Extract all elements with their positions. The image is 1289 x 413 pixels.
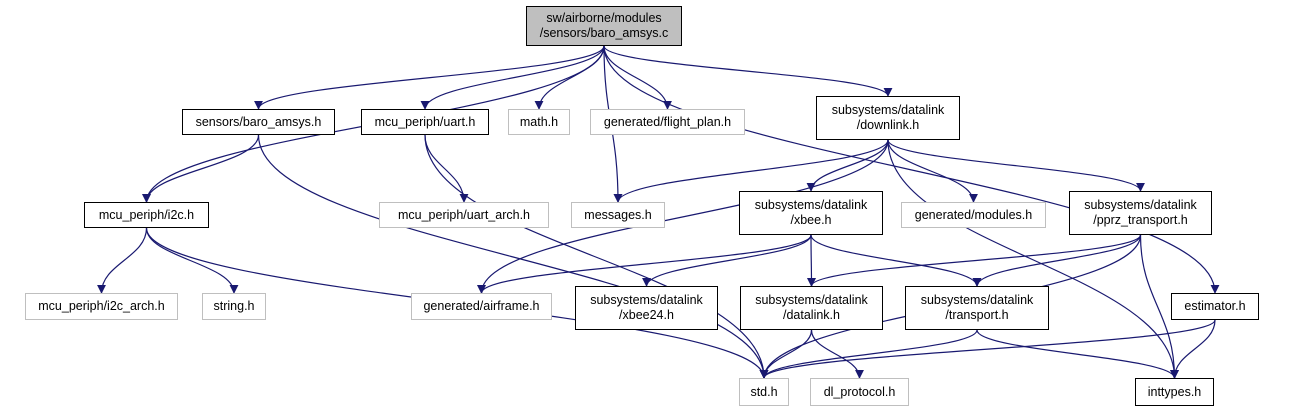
edge-i2c_h-to-i2c_arch xyxy=(97,227,148,294)
edge-root-to-flight_plan xyxy=(603,45,672,110)
node-pprz-transport-h[interactable]: subsystems/datalink /pprz_transport.h xyxy=(1069,191,1212,235)
node-label: /transport.h xyxy=(945,308,1009,322)
node-downlink-h[interactable]: subsystems/datalink /downlink.h xyxy=(816,96,960,140)
edge-xbee_h-to-datalink_h xyxy=(806,234,816,287)
edge-uart_h-to-uart_arch xyxy=(424,134,469,203)
node-baro-amsys-c[interactable]: sw/airborne/modules /sensors/baro_amsys.… xyxy=(526,6,682,46)
node-label: subsystems/datalink xyxy=(831,103,945,117)
node-flight-plan-h[interactable]: generated/flight_plan.h xyxy=(590,109,745,135)
node-label: generated/modules.h xyxy=(914,207,1033,222)
edge-xbee_h-to-xbee24 xyxy=(642,234,812,287)
node-label: dl_protocol.h xyxy=(823,384,896,399)
node-estimator-h[interactable]: estimator.h xyxy=(1171,293,1259,320)
node-label: subsystems/datalink xyxy=(755,293,868,307)
edge-root-to-uart_h xyxy=(420,45,605,110)
node-label: sensors/baro_amsys.h xyxy=(195,114,322,129)
edge-datalink_h-to-std_h xyxy=(759,329,813,379)
edge-downlink_h-to-airframe xyxy=(477,139,889,294)
edge-root-to-estimator xyxy=(603,45,1220,294)
edge-downlink_h-to-xbee_h xyxy=(806,139,889,192)
node-std-h[interactable]: std.h xyxy=(739,378,789,406)
node-label: /xbee.h xyxy=(790,213,832,227)
node-string-h[interactable]: string.h xyxy=(202,293,266,320)
node-label: generated/airframe.h xyxy=(423,299,540,313)
node-baro-amsys-h[interactable]: sensors/baro_amsys.h xyxy=(182,109,335,135)
node-i2c-h[interactable]: mcu_periph/i2c.h xyxy=(84,202,209,228)
node-transport-h[interactable]: subsystems/datalink /transport.h xyxy=(905,286,1049,330)
node-dl-protocol-h[interactable]: dl_protocol.h xyxy=(810,378,909,406)
edge-transport_h-to-std_h xyxy=(759,329,978,379)
edge-downlink_h-to-inttypes xyxy=(887,139,1179,379)
node-i2c-arch-h[interactable]: mcu_periph/i2c_arch.h xyxy=(25,293,178,320)
node-label: messages.h xyxy=(584,207,652,222)
edge-downlink_h-to-messages_h xyxy=(613,139,889,203)
node-label: mcu_periph/i2c_arch.h xyxy=(38,299,165,313)
node-label: generated/flight_plan.h xyxy=(603,114,732,129)
node-math-h[interactable]: math.h xyxy=(508,109,570,135)
node-label: /datalink.h xyxy=(783,308,840,322)
node-uart-arch-h[interactable]: mcu_periph/uart_arch.h xyxy=(379,202,549,228)
edge-pprz-to-datalink_h xyxy=(807,234,1142,287)
node-label: subsystems/datalink xyxy=(920,293,1034,307)
edge-estimator-to-inttypes xyxy=(1170,319,1216,379)
node-datalink-h[interactable]: subsystems/datalink /datalink.h xyxy=(740,286,883,330)
node-label: string.h xyxy=(213,299,255,313)
edge-downlink_h-to-pprz xyxy=(887,139,1145,192)
node-label: mcu_periph/uart.h xyxy=(374,114,476,129)
edge-baro_h-to-std_h xyxy=(257,134,769,379)
edge-pprz-to-inttypes xyxy=(1139,234,1179,379)
node-xbee-h[interactable]: subsystems/datalink /xbee.h xyxy=(739,191,883,235)
edge-root-to-baro_h xyxy=(254,45,605,110)
node-label: inttypes.h xyxy=(1147,384,1202,399)
edge-xbee_h-to-transport_h xyxy=(810,234,982,287)
edge-downlink_h-to-modules_h xyxy=(887,139,978,203)
edge-uart_h-to-std_h xyxy=(424,134,769,379)
node-label: subsystems/datalink xyxy=(754,198,868,212)
node-xbee24-h[interactable]: subsystems/datalink /xbee24.h xyxy=(575,286,718,330)
node-modules-h[interactable]: generated/modules.h xyxy=(901,202,1046,228)
node-label: mcu_periph/i2c.h xyxy=(98,207,195,222)
node-label: /downlink.h xyxy=(856,118,920,132)
node-label: /pprz_transport.h xyxy=(1093,213,1188,227)
node-inttypes-h[interactable]: inttypes.h xyxy=(1135,378,1214,406)
node-label: subsystems/datalink xyxy=(1084,198,1197,212)
edge-datalink_h-to-dl_protocol xyxy=(810,329,864,379)
edge-root-to-downlink_h xyxy=(603,45,893,97)
node-label: /sensors/baro_amsys.c xyxy=(539,26,669,40)
node-label: sw/airborne/modules xyxy=(546,11,662,25)
node-label: estimator.h xyxy=(1184,299,1246,313)
edge-root-to-math_h xyxy=(534,45,605,110)
edge-transport_h-to-inttypes xyxy=(976,329,1179,379)
node-label: subsystems/datalink xyxy=(590,293,703,307)
edge-estimator-to-std_h xyxy=(759,319,1216,379)
node-label: /xbee24.h xyxy=(619,308,674,322)
node-label: std.h xyxy=(750,384,778,399)
node-label: mcu_periph/uart_arch.h xyxy=(397,207,531,222)
node-uart-h[interactable]: mcu_periph/uart.h xyxy=(361,109,489,135)
edge-i2c_h-to-string_h xyxy=(145,227,239,294)
edge-xbee_h-to-airframe xyxy=(477,234,812,294)
edge-pprz-to-transport_h xyxy=(972,234,1142,287)
node-messages-h[interactable]: messages.h xyxy=(571,202,665,228)
edge-baro_h-to-i2c_h xyxy=(142,134,260,203)
node-airframe-h[interactable]: generated/airframe.h xyxy=(411,293,552,320)
node-label: math.h xyxy=(519,114,559,129)
